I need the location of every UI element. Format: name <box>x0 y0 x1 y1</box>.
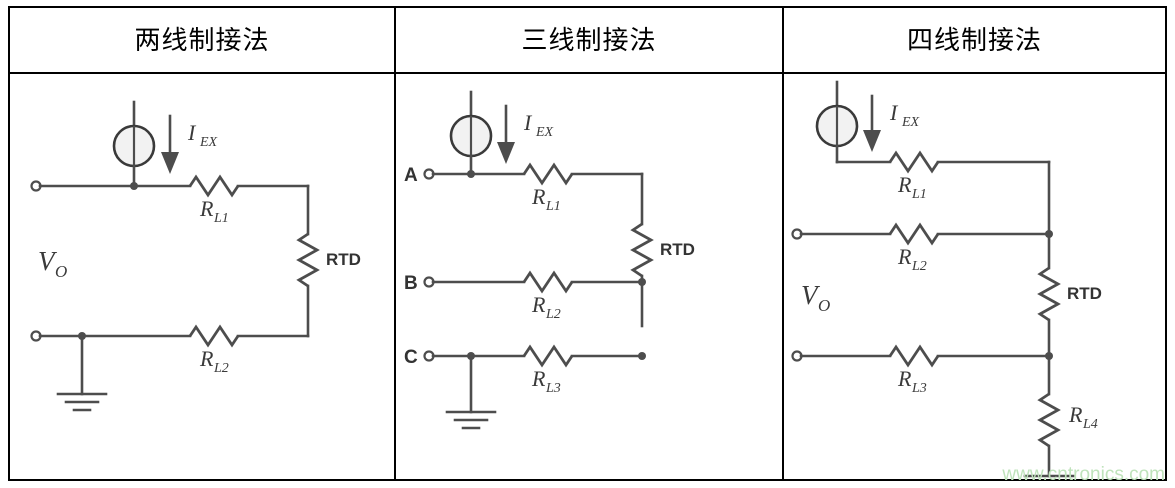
column-title-four-wire: 四线制接法 <box>906 25 1042 55</box>
resistor-rl2-label-sub: L2 <box>213 361 229 376</box>
resistor-rl2-label: R <box>897 244 912 269</box>
lead-wire-2 <box>791 222 1053 246</box>
current-source-label-sub: EX <box>535 125 554 140</box>
resistor-rl1-label: R <box>531 184 546 209</box>
resistor-rl2-symbol <box>188 324 240 348</box>
header-cell-four-wire: 四线制接法 <box>784 8 1165 72</box>
current-source-symbol <box>449 90 493 176</box>
rtd-resistor-symbol <box>296 232 320 288</box>
lead-wire-a <box>423 162 644 186</box>
junction-node-b <box>638 278 646 286</box>
current-source-label-sub: EX <box>901 115 920 130</box>
ground-symbol-icon <box>445 354 497 430</box>
column-title-two-wire: 两线制接法 <box>134 25 270 55</box>
lead-wire-c <box>423 344 646 368</box>
header-cell-three-wire: 三线制接法 <box>394 8 784 72</box>
resistor-rl3-label: R <box>531 366 546 391</box>
ground-symbol-icon <box>56 334 108 412</box>
resistor-rl1-label: R <box>199 196 214 221</box>
lead-wire-1 <box>835 150 1051 174</box>
resistor-rl2-symbol <box>888 222 940 246</box>
resistor-rl1-symbol <box>188 174 240 198</box>
resistor-rl2-label: R <box>531 292 546 317</box>
circuit-diagram-three-wire: I EX A R L1 <box>404 90 695 430</box>
resistor-rl3-label: R <box>897 366 912 391</box>
resistor-rl1-symbol <box>888 150 940 174</box>
output-voltage-label: V <box>801 280 821 310</box>
table-header-row: 两线制接法 三线制接法 四线制接法 <box>10 8 1165 74</box>
resistor-rl3-symbol <box>522 344 574 368</box>
resistor-rl3-symbol <box>888 344 940 368</box>
resistor-rl1-label-sub: L1 <box>911 187 927 202</box>
rtd-branch <box>296 184 320 338</box>
rtd-resistor-symbol <box>630 222 654 278</box>
output-voltage-label: V <box>38 246 58 276</box>
resistor-rl4-label-sub: L4 <box>1082 417 1098 432</box>
circuit-diagram-two-wire: I EX R L1 <box>30 100 361 412</box>
terminal-label-c: C <box>404 347 418 368</box>
junction-node-c-right <box>638 352 646 360</box>
diagram-cell-three-wire: I EX A R L1 <box>394 74 784 479</box>
diagram-cell-four-wire: I EX R L1 <box>784 74 1165 479</box>
resistor-rl2-label-sub: L2 <box>545 307 561 322</box>
current-source-label: I <box>889 100 899 125</box>
current-source-label: I <box>523 110 533 135</box>
resistor-rl3-label-sub: L3 <box>911 381 927 396</box>
excitation-current-arrow-icon <box>497 104 515 164</box>
resistor-rl3-label-sub: L3 <box>545 381 561 396</box>
resistor-rl1-label: R <box>897 172 912 197</box>
resistor-rl1-label-sub: L1 <box>545 199 561 214</box>
junction-node-a <box>467 170 475 178</box>
comparison-table: 两线制接法 三线制接法 四线制接法 <box>8 6 1167 481</box>
circuit-diagram-four-wire: I EX R L1 <box>791 80 1102 478</box>
lead-wire-b <box>423 270 646 294</box>
output-voltage-label-sub: O <box>55 262 67 281</box>
current-source-symbol <box>815 80 859 164</box>
rtd-branch <box>630 172 654 328</box>
junction-node-top <box>130 182 138 190</box>
rtd-branch <box>1037 232 1061 358</box>
resistor-rl1-symbol <box>522 162 574 186</box>
bottom-lead-wire <box>30 324 310 348</box>
header-cell-two-wire: 两线制接法 <box>10 8 394 72</box>
ground-symbol-icon <box>1023 474 1075 478</box>
resistor-rl2-label: R <box>199 346 214 371</box>
rtd-resistor-symbol <box>1037 266 1061 322</box>
diagram-cell-two-wire: I EX R L1 <box>10 74 394 479</box>
rtd-label: RTD <box>660 240 695 259</box>
lead-wire-4 <box>1037 354 1061 478</box>
current-source-label-sub: EX <box>199 135 218 150</box>
resistor-rl4-label: R <box>1068 402 1083 427</box>
resistor-rl2-symbol <box>522 270 574 294</box>
terminal-label-a: A <box>404 165 418 186</box>
column-title-three-wire: 三线制接法 <box>521 25 657 55</box>
resistor-rl2-label-sub: L2 <box>911 259 927 274</box>
current-source-symbol <box>112 100 156 188</box>
top-lead-wire <box>30 174 310 198</box>
excitation-current-arrow-icon <box>161 114 179 174</box>
rtd-label: RTD <box>326 250 361 269</box>
excitation-current-arrow-icon <box>863 94 881 152</box>
rtd-label: RTD <box>1067 284 1102 303</box>
lead-wire-3 <box>791 344 1053 368</box>
terminal-label-b: B <box>404 273 418 294</box>
resistor-rl4-symbol <box>1037 392 1061 448</box>
resistor-rl1-label-sub: L1 <box>213 211 229 226</box>
current-source-label: I <box>187 120 197 145</box>
table-body-row: I EX R L1 <box>10 74 1165 479</box>
output-voltage-label-sub: O <box>818 296 830 315</box>
